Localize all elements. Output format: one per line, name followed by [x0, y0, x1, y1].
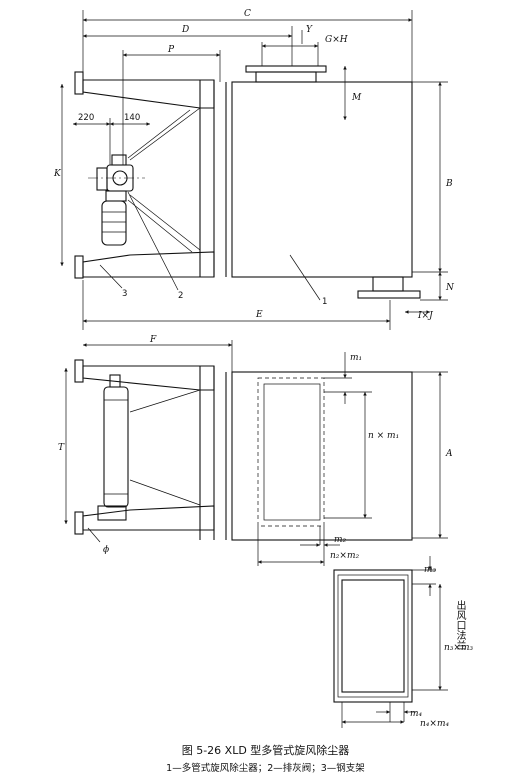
- flange-opening: [341, 579, 405, 693]
- plan-motor-shaft: [103, 386, 129, 508]
- label-b: B: [445, 179, 453, 189]
- label-140: 140: [124, 113, 140, 123]
- label-a: A: [445, 449, 453, 459]
- inlet-flange-bottom: [74, 255, 84, 279]
- figure-legend: 1—多管式旋风除尘器；2—排灰阀；3—钢支架: [166, 763, 365, 774]
- outlet-flange-label: 出风口法兰: [454, 600, 465, 650]
- label-n2-m2: n₂×m₂: [330, 551, 359, 561]
- label-ixj: I×J: [417, 311, 434, 321]
- label-p: P: [167, 45, 175, 55]
- label-part-3: 3: [122, 289, 127, 299]
- bottom-outlet-flange: [357, 290, 421, 299]
- leader-phi: [87, 527, 101, 543]
- plan-view: [64, 340, 448, 566]
- elevation-view: [60, 10, 448, 330]
- flange-outer: [333, 569, 413, 703]
- label-m2: m₂: [334, 535, 347, 545]
- label-t: T: [58, 443, 65, 453]
- label-part-1: 1: [322, 297, 327, 307]
- label-part-2: 2: [178, 291, 183, 301]
- label-m4: m₄: [410, 709, 423, 719]
- plan-flange-bottom: [74, 511, 84, 535]
- plan-flange-top: [74, 359, 84, 383]
- top-outlet-flange: [245, 65, 327, 73]
- dimension-labels: C D P G×H Y M 220 140 K B N E I×J F T A …: [53, 9, 473, 729]
- label-n: N: [445, 283, 455, 293]
- label-f: F: [149, 335, 157, 345]
- label-phi: ϕ: [103, 545, 109, 555]
- label-e: E: [255, 310, 263, 320]
- valve-flange: [96, 167, 108, 191]
- label-c: C: [244, 9, 251, 19]
- label-m: M: [351, 93, 362, 103]
- label-n4-m4: n₄×m₄: [420, 719, 449, 729]
- plan-upper-arm: [82, 365, 215, 391]
- label-n3-m3: n₃×m₃: [444, 643, 473, 653]
- lower-support-frame: [82, 251, 215, 278]
- label-d: D: [181, 25, 189, 35]
- leader-part-3: [99, 264, 123, 289]
- label-m1: m₁: [350, 353, 362, 363]
- leader-part-1: [289, 254, 321, 301]
- valve-top-block: [111, 154, 127, 166]
- top-outlet-duct: [255, 71, 317, 83]
- label-m3: m₃: [424, 565, 437, 575]
- outlet-flange-detail: [333, 556, 448, 728]
- leader-part-2: [127, 191, 179, 291]
- label-k: K: [53, 169, 62, 179]
- upper-support-arm: [82, 79, 215, 109]
- label-y: Y: [306, 25, 313, 35]
- figure-caption: 图 5-26 XLD 型多管式旋风除尘器: [181, 744, 350, 757]
- label-220: 220: [78, 113, 94, 123]
- dust-collector-body: [231, 81, 413, 278]
- drive-motor: [101, 200, 127, 246]
- plan-housing: [231, 371, 413, 541]
- plan-lower-arm: [82, 505, 215, 531]
- label-n-m1: n × m₁: [368, 431, 399, 441]
- label-gxh: G×H: [325, 35, 348, 45]
- inlet-flange-top: [74, 71, 84, 95]
- bottom-outlet-duct: [372, 276, 404, 292]
- cyclone-bank-outline: [257, 377, 325, 527]
